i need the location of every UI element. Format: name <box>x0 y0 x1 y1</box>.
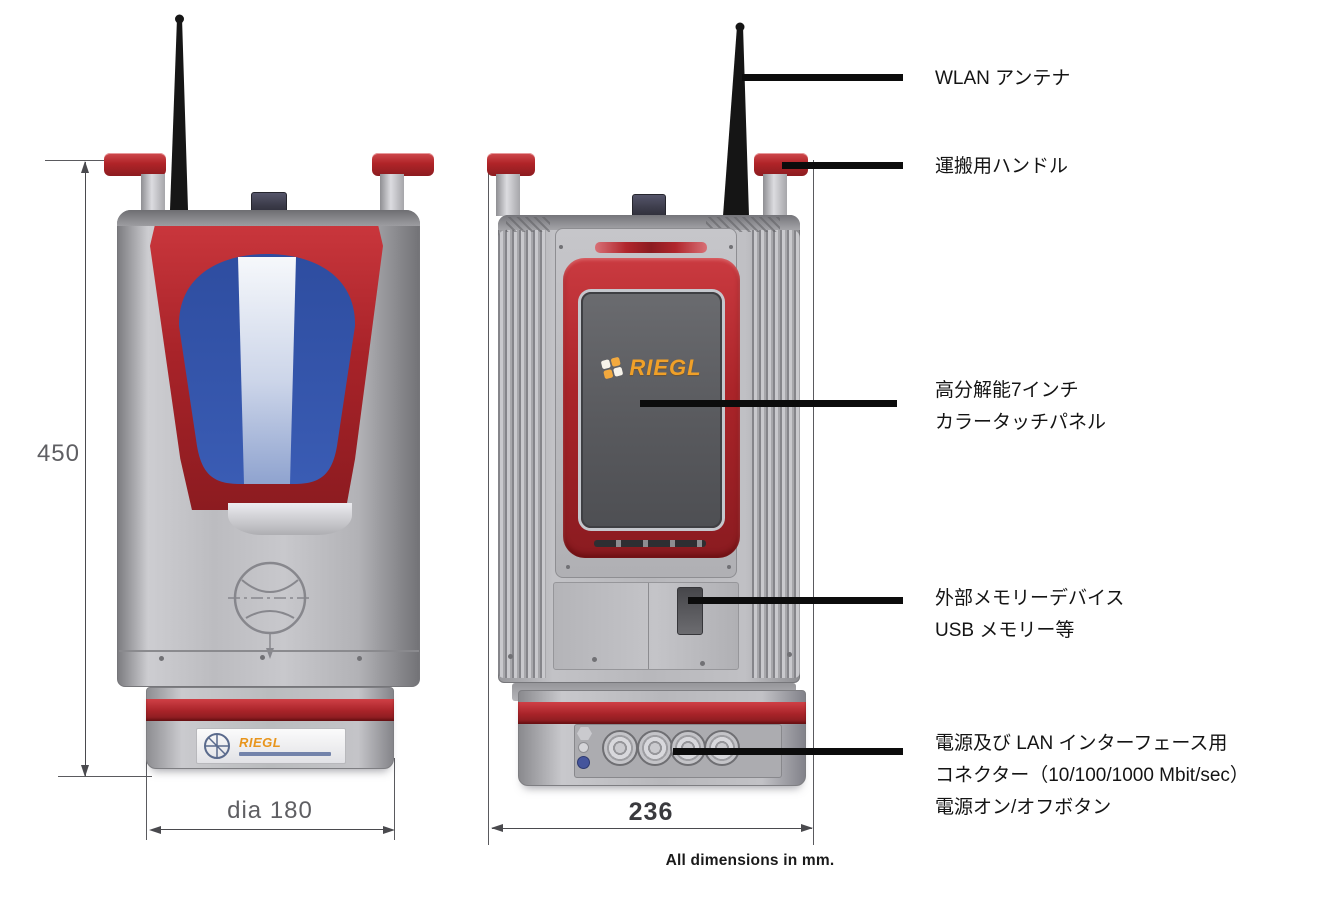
riegl-logo-text: RIEGL <box>629 355 702 380</box>
screw-dot <box>357 656 362 661</box>
callout-touch-panel-line1: 高分解能7インチ <box>935 380 1079 401</box>
window-chin <box>228 503 352 535</box>
hex-bolt-icon <box>577 727 592 740</box>
body-groove <box>119 650 419 652</box>
base-label: RIEGL <box>196 728 346 764</box>
round-connector <box>637 730 673 766</box>
arrow-down-icon <box>81 765 89 777</box>
screw-dot <box>559 245 563 249</box>
leader-wlan <box>742 74 903 81</box>
dia-ext-left <box>146 706 147 840</box>
arrow-left-icon <box>491 824 503 832</box>
width-ext-right <box>813 160 814 845</box>
arrow-left-icon <box>149 826 161 834</box>
leader-touch-panel <box>640 400 897 407</box>
handle-post <box>380 174 404 216</box>
leader-usb <box>688 597 903 604</box>
leader-power <box>673 748 903 755</box>
handle-post <box>141 174 165 216</box>
callout-usb-line2: USB メモリー等 <box>935 620 1075 641</box>
wlan-antenna-icon <box>723 22 749 216</box>
top-knob <box>632 194 666 218</box>
screw-dot <box>566 565 570 569</box>
cooling-ribs-left <box>498 230 546 678</box>
screw-dot <box>260 655 265 660</box>
screw-dot <box>508 654 513 659</box>
callout-power-lan: 電源及び LAN インターフェース用 コネクター（10/100/1000 Mbi… <box>935 728 1249 824</box>
riegl-grid-icon <box>601 357 624 379</box>
panel-slot <box>594 540 706 547</box>
callout-usb-memory: 外部メモリーデバイス USB メモリー等 <box>935 583 1124 647</box>
callout-power-line2: コネクター（10/100/1000 Mbit/sec） <box>935 765 1249 786</box>
carry-handle-right <box>754 153 808 176</box>
arrow-right-icon <box>383 826 395 834</box>
height-dim-value: 450 <box>36 440 80 467</box>
compartment-divider <box>648 583 649 669</box>
callout-touch-panel-line2: カラータッチパネル <box>935 412 1107 433</box>
arrow-up-icon <box>81 161 89 173</box>
callout-wlan-antenna: WLAN アンテナ <box>935 68 1071 89</box>
wlan-antenna-icon <box>170 14 188 210</box>
usb-slot <box>677 587 703 635</box>
screw-dot <box>787 652 792 657</box>
screw-dot <box>729 245 733 249</box>
vent-hatch <box>506 217 550 232</box>
width-ext-left <box>488 160 489 845</box>
memory-compartment <box>553 582 739 670</box>
screw-dot <box>159 656 164 661</box>
handle-post <box>763 174 787 216</box>
dimensions-note: All dimensions in mm. <box>665 852 835 869</box>
callout-usb-line1: 外部メモリーデバイス <box>935 588 1125 609</box>
touch-screen <box>581 292 722 528</box>
base-label-fine-print <box>239 752 331 756</box>
dia-ext-right <box>394 758 395 840</box>
handle-post <box>496 174 520 216</box>
scan-window <box>178 254 356 484</box>
body-top-band <box>117 210 420 226</box>
callout-carry-handle: 運搬用ハンドル <box>935 156 1069 177</box>
carry-handle-left <box>487 153 535 176</box>
base-label-brand: RIEGL <box>239 735 282 750</box>
screw-dot <box>592 657 597 662</box>
round-connector <box>602 730 638 766</box>
dia-dim-line <box>156 829 388 830</box>
carry-handle-left <box>104 153 166 176</box>
small-connector <box>578 742 589 753</box>
arrow-right-icon <box>801 824 813 832</box>
base-red-ring <box>146 699 394 721</box>
base-red-ring <box>518 702 806 724</box>
width-dim-line <box>492 828 812 829</box>
height-ext-bottom <box>58 776 152 777</box>
leader-handle <box>782 162 903 169</box>
height-dim-line <box>85 162 86 776</box>
carry-handle-right <box>372 153 434 176</box>
callout-power-line1: 電源及び LAN インターフェース用 <box>935 733 1228 754</box>
base-logo-icon <box>204 733 230 759</box>
riegl-logo: RIEGL <box>581 352 722 384</box>
screw-dot <box>700 661 705 666</box>
width-dim-value: 236 <box>628 798 674 826</box>
status-indicator-bar <box>595 242 707 253</box>
dia-dim-value: dia 180 <box>227 797 313 824</box>
callout-power-line3: 電源オン/オフボタン <box>935 797 1112 818</box>
height-ext-top <box>45 160 107 161</box>
screw-dot <box>727 565 731 569</box>
callout-touch-panel: 高分解能7インチ カラータッチパネル <box>935 375 1106 439</box>
power-button <box>577 756 590 769</box>
